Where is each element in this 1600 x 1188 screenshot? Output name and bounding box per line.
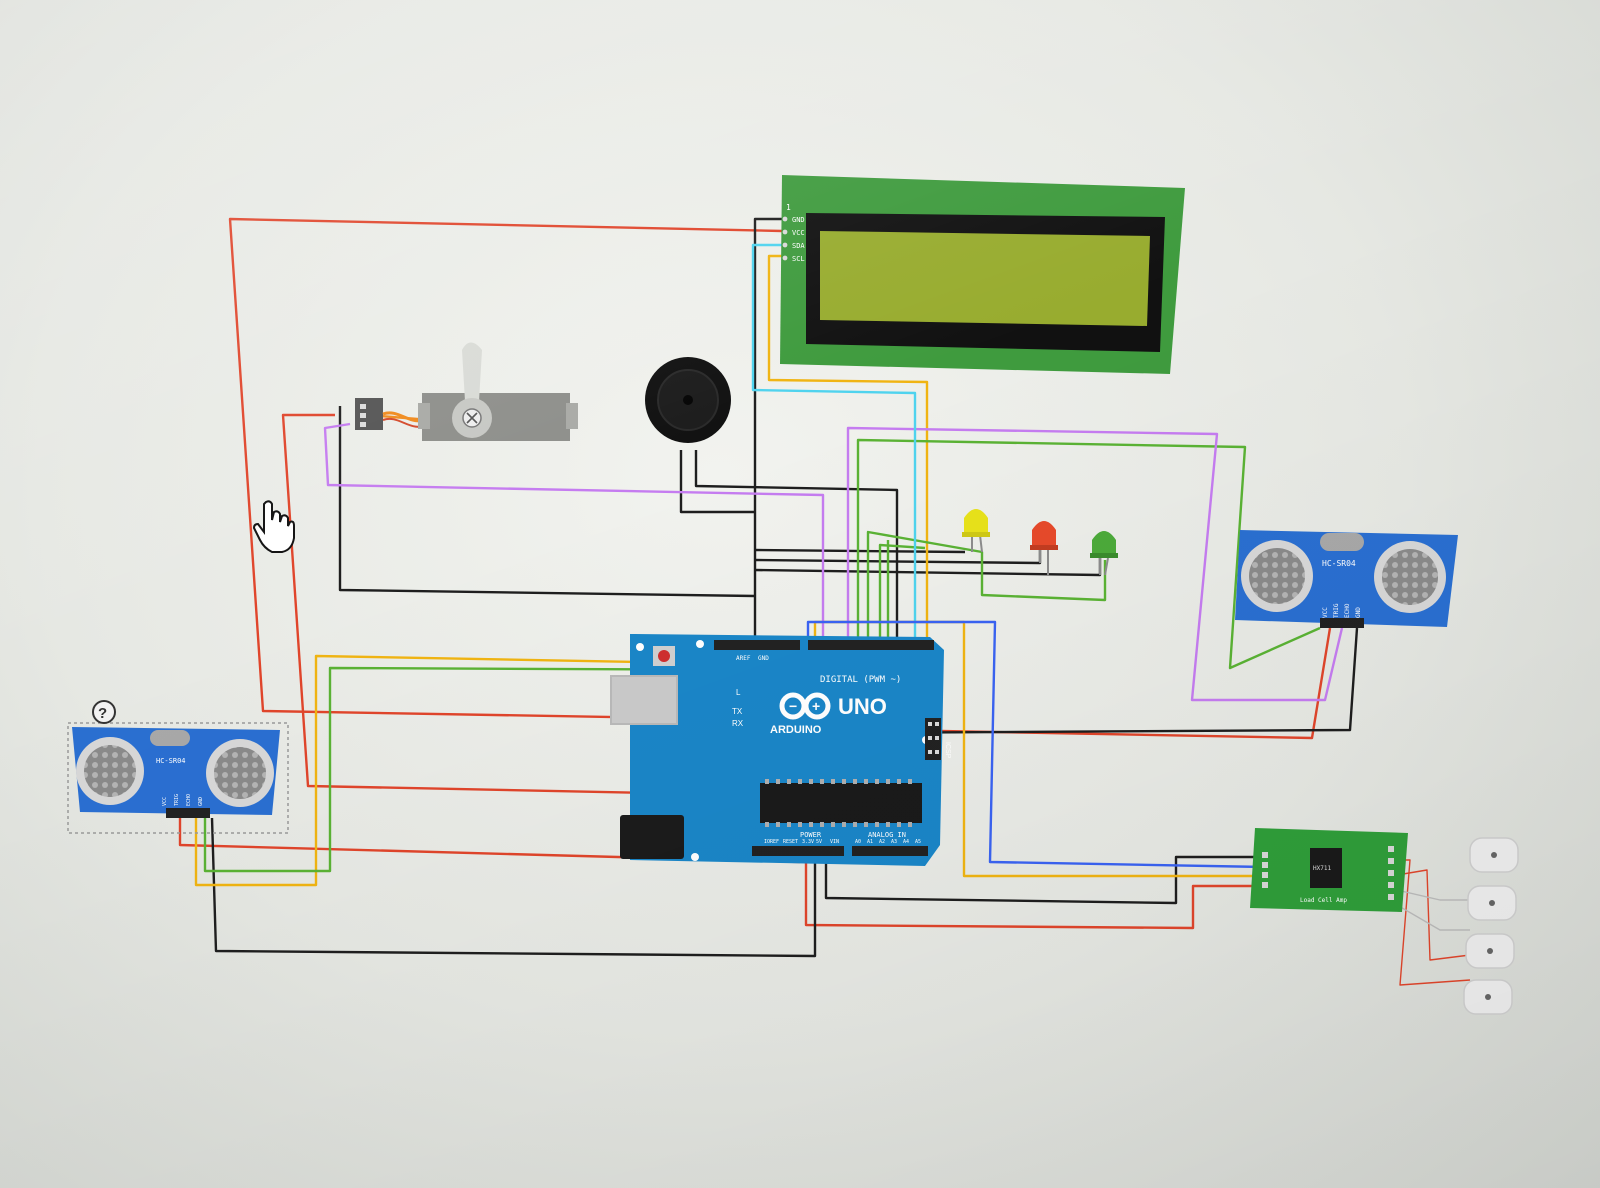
tx-label: TX bbox=[732, 707, 743, 716]
help-icon: ? bbox=[98, 705, 107, 722]
sonar-right-model: HC-SR04 bbox=[1322, 559, 1356, 568]
wire-purple-servo[interactable] bbox=[323, 422, 825, 648]
power-header[interactable] bbox=[752, 846, 844, 856]
wire-black-buzzer-gnd[interactable] bbox=[679, 450, 755, 514]
sonar-left-pin-gnd: GND bbox=[198, 797, 204, 806]
wire-green-sonar-right-trig[interactable] bbox=[856, 438, 1321, 670]
wire-green-led-yellow[interactable] bbox=[866, 530, 1107, 648]
logo-plus-icon: + bbox=[812, 698, 820, 714]
analog-pin-a2: A2 bbox=[879, 839, 885, 845]
sonar-left-pin-vcc: VCC bbox=[162, 797, 168, 806]
wire-blue-hx711-dt[interactable] bbox=[806, 620, 1266, 869]
wire-red-hx711-vcc[interactable] bbox=[804, 856, 1265, 930]
analog-header[interactable] bbox=[852, 846, 928, 856]
led-green[interactable] bbox=[1090, 531, 1118, 576]
hx711-chip bbox=[1310, 848, 1342, 888]
sonar-right-pin-vcc: VCC bbox=[1322, 607, 1329, 618]
rx-label: RX bbox=[732, 719, 744, 728]
wires bbox=[178, 217, 1471, 986]
vin-label: VIN bbox=[830, 839, 839, 845]
power-label: POWER bbox=[800, 831, 822, 839]
servo-horn-cross-icon bbox=[466, 412, 478, 424]
lcd-pin-marker: 1 bbox=[786, 203, 791, 212]
wire-black-lcd-gnd[interactable] bbox=[753, 217, 782, 648]
hand-cursor-icon bbox=[252, 500, 295, 553]
wire-cyan-lcd-sda[interactable] bbox=[751, 243, 917, 830]
digital-header-low[interactable] bbox=[714, 640, 800, 650]
sonar-right-pin-trig: TRIG bbox=[1333, 603, 1340, 618]
sonar-left-pin-trig: TRIG bbox=[174, 794, 180, 806]
sonar-left-model: HC-SR04 bbox=[156, 757, 186, 765]
wire-red-servo-vcc[interactable] bbox=[281, 413, 801, 798]
wire-loadcell-3[interactable] bbox=[1396, 889, 1470, 901]
icsp-header[interactable] bbox=[925, 718, 941, 760]
servo-motor[interactable] bbox=[355, 342, 578, 442]
v5-label: 5V bbox=[816, 839, 822, 845]
ioref-label: IOREF bbox=[764, 839, 779, 845]
board-brand-label: ARDUINO bbox=[770, 724, 822, 736]
sonar-left-pin-echo: ECHO bbox=[186, 794, 192, 806]
logo-minus-icon: − bbox=[789, 698, 797, 714]
wire-black-buzzer-sig[interactable] bbox=[694, 450, 899, 648]
icsp-label: ICSP bbox=[944, 742, 951, 759]
sonar-right-pin-echo: ECHO bbox=[1344, 603, 1351, 618]
wire-black-leds-gnd[interactable] bbox=[754, 548, 966, 554]
board-model-label: UNO bbox=[838, 694, 887, 719]
led-red[interactable] bbox=[1030, 521, 1058, 575]
wire-green-led-signal[interactable] bbox=[878, 543, 926, 648]
ultrasonic-sensor-right[interactable]: HC-SR04 VCC TRIG ECHO GND bbox=[1235, 530, 1458, 628]
analog-pin-a3: A3 bbox=[891, 839, 897, 845]
gnd-top-label: GND bbox=[758, 655, 769, 662]
load-cells[interactable] bbox=[1463, 837, 1519, 1015]
analog-pin-a0: A0 bbox=[855, 839, 861, 845]
wire-loadcell-1[interactable] bbox=[1397, 859, 1471, 986]
digital-pwm-label: DIGITAL (PWM ~) bbox=[820, 675, 901, 685]
hx711-board-label: Load Cell Amp bbox=[1300, 897, 1347, 904]
digital-header-high[interactable] bbox=[808, 640, 934, 650]
buzzer[interactable] bbox=[645, 357, 731, 443]
help-badge[interactable]: ? bbox=[92, 700, 116, 724]
analog-in-label: ANALOG IN bbox=[868, 831, 906, 839]
led-yellow[interactable] bbox=[962, 509, 990, 553]
lcd-pin-gnd: GND bbox=[792, 216, 805, 224]
ultrasonic-sensor-left[interactable]: HC-SR04 VCC TRIG ECHO GND bbox=[67, 722, 289, 834]
wire-purple-sonar-right-echo[interactable] bbox=[846, 426, 1344, 702]
arduino-uno-board[interactable]: − + UNO ARDUINO DIGITAL (PWM ~) L TX RX … bbox=[610, 634, 951, 866]
v33-label: 3.3V bbox=[802, 839, 814, 845]
lcd-display[interactable]: 1 GND VCC SDA SCL bbox=[780, 175, 1185, 374]
analog-pin-a5: A5 bbox=[915, 839, 921, 845]
hx711-load-cell-amplifier[interactable]: HX711 Load Cell Amp bbox=[1250, 828, 1408, 912]
wire-black-servo-gnd[interactable] bbox=[338, 406, 756, 598]
analog-pin-a4: A4 bbox=[903, 839, 909, 845]
lcd-pin-scl: SCL bbox=[792, 255, 805, 263]
lcd-pin-sda: SDA bbox=[792, 242, 805, 250]
wire-black-hx711-gnd[interactable] bbox=[824, 855, 1265, 905]
hx711-chip-label: HX711 bbox=[1313, 865, 1331, 872]
atmega-chip bbox=[760, 783, 922, 823]
wire-loadcell-4[interactable] bbox=[1396, 904, 1470, 931]
wire-red-sonar-left-vcc[interactable] bbox=[178, 818, 801, 864]
sonar-right-pin-gnd: GND bbox=[1355, 607, 1362, 618]
aref-label: AREF bbox=[736, 655, 751, 662]
lcd-pin-vcc: VCC bbox=[792, 229, 805, 237]
reset-pin-label: RESET bbox=[783, 839, 798, 845]
wire-loadcell-2[interactable] bbox=[1396, 869, 1471, 961]
analog-pin-a1: A1 bbox=[867, 839, 873, 845]
wire-yellow-lcd-scl[interactable] bbox=[767, 254, 929, 728]
led-l-label: L bbox=[736, 688, 741, 697]
arduino-infinity-logo bbox=[779, 692, 831, 720]
